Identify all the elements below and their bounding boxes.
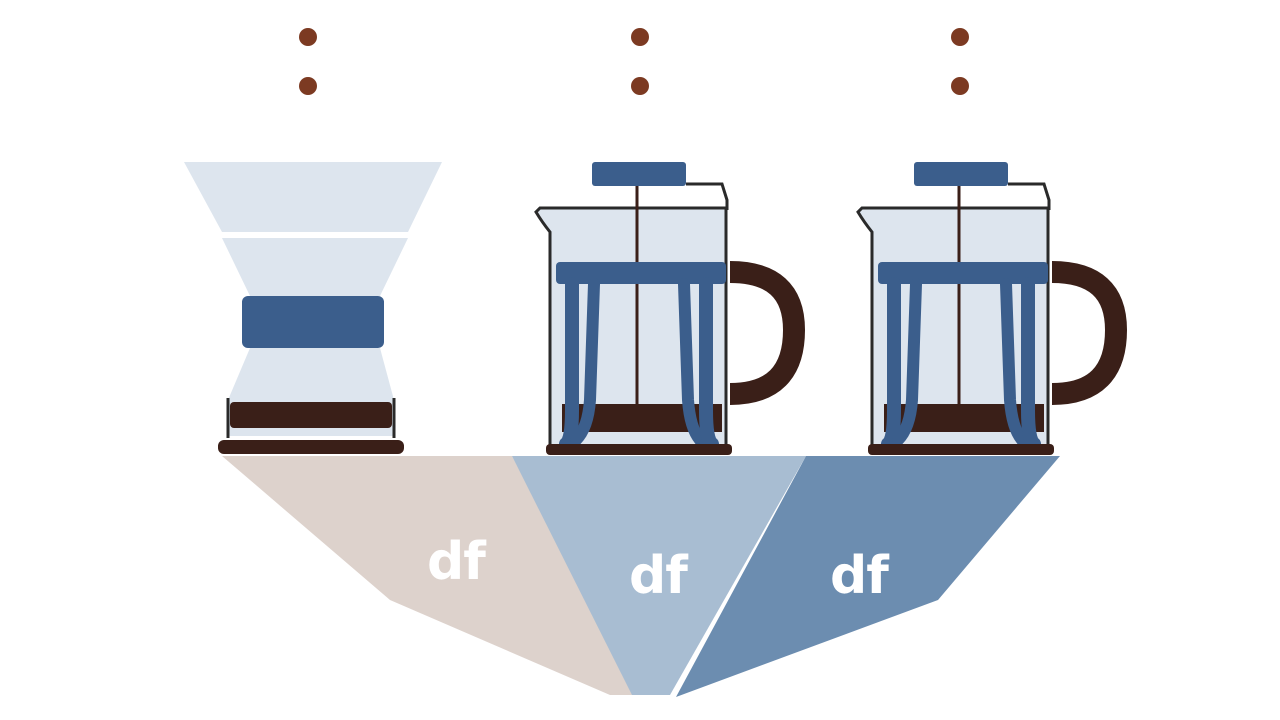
french-press-icon [534,162,806,455]
steam-dot [951,28,969,46]
press-base [868,444,1054,455]
steam-dots [299,28,969,95]
segment-middle [512,456,806,695]
press-lid [1008,182,1051,210]
funnel-segments [222,456,1060,697]
steam-dot [631,77,649,95]
press-leg [559,277,579,451]
press-leg [699,277,719,451]
press-leg [1000,278,1028,446]
dripper-coffee [230,402,392,428]
segment-left [222,456,640,695]
dripper-band [242,296,384,348]
press-leg [881,277,901,451]
steam-dot [299,28,317,46]
press-handle [729,261,806,405]
chemex-dripper-icon [184,162,442,454]
french-press-icon [856,162,1128,455]
dripper-base [218,440,404,454]
steam-dot [631,28,649,46]
press-lid [686,182,729,210]
press-leg [570,278,600,446]
segment-right [676,456,1060,697]
steam-dot [951,77,969,95]
press-knob [914,162,1008,186]
press-handle [1051,261,1128,405]
segment-middle-label: df [629,546,688,606]
press-leg [678,278,706,446]
segment-right-label: df [830,546,889,606]
press-base [546,444,732,455]
segment-left-label: df [427,532,486,592]
dripper-neck [222,238,408,296]
press-leg [1021,277,1041,451]
steam-dot [299,77,317,95]
press-leg [892,278,922,446]
press-knob [592,162,686,186]
dripper-top-funnel [184,162,442,232]
